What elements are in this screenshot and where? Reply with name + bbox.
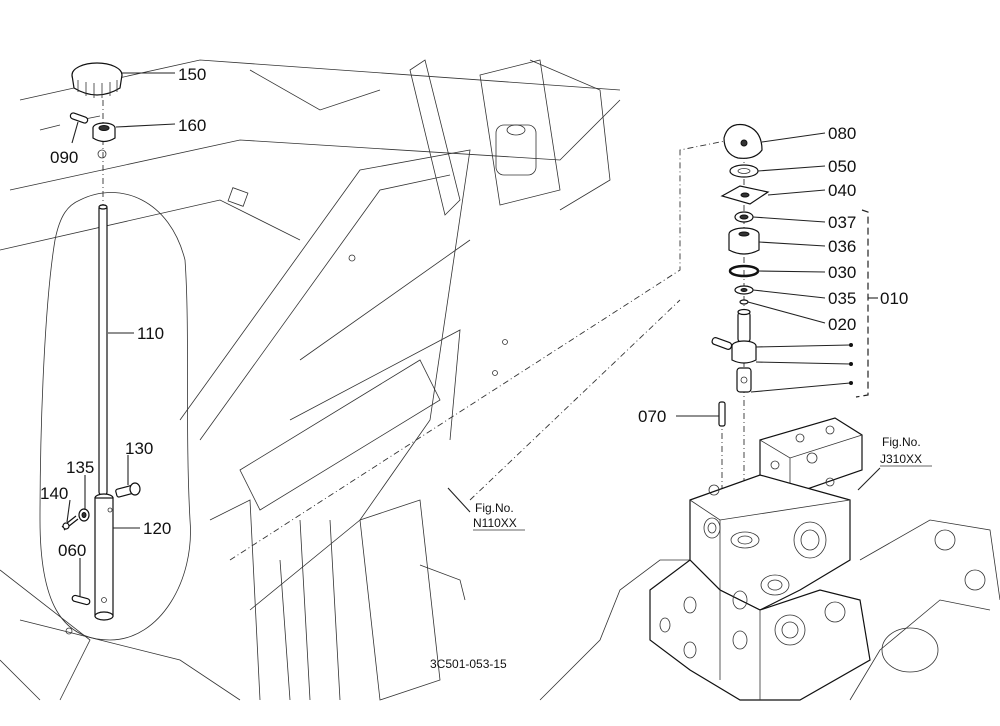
label-110: 110	[137, 324, 164, 343]
label-036: 036	[828, 237, 856, 256]
right-leaders	[676, 132, 853, 417]
connection-line-2	[469, 299, 681, 501]
washer-part[interactable]	[78, 508, 90, 522]
ring-020-part[interactable]	[739, 299, 749, 305]
bushing-part[interactable]	[92, 122, 116, 143]
bolt-part[interactable]	[115, 482, 141, 498]
background-frame	[0, 59, 1000, 701]
label-135: 135	[66, 458, 94, 477]
body-036-part[interactable]	[728, 227, 760, 255]
drawing-code: 3C501-053-15	[430, 657, 507, 671]
connection-line	[229, 139, 731, 561]
label-150: 150	[178, 65, 206, 84]
cam-plate-part[interactable]	[723, 123, 763, 159]
ref-n110-line2: N110XX	[473, 516, 517, 530]
spool-part[interactable]	[711, 308, 757, 393]
nut-037-part[interactable]	[734, 211, 754, 223]
plate-040-part[interactable]	[720, 185, 770, 205]
label-037: 037	[828, 213, 856, 232]
knob-part[interactable]	[71, 62, 123, 98]
ref-j310-line1: Fig.No.	[882, 435, 921, 449]
label-035: 035	[828, 289, 856, 308]
label-050: 050	[828, 157, 856, 176]
label-010: 010	[880, 289, 908, 308]
left-leaders	[66, 72, 176, 597]
reference-n110: Fig.No. N110XX	[447, 487, 525, 531]
pin-060-part[interactable]	[71, 594, 91, 606]
pin-070-part[interactable]	[718, 401, 726, 427]
cotter-part[interactable]	[61, 515, 79, 531]
label-070: 070	[638, 407, 666, 426]
left-assembly-outline	[39, 192, 191, 641]
label-020: 020	[828, 315, 856, 334]
label-160: 160	[178, 116, 206, 135]
pin-090-part[interactable]	[69, 112, 89, 124]
label-080: 080	[828, 124, 856, 143]
label-030: 030	[828, 263, 856, 282]
rod-part[interactable]	[98, 204, 108, 496]
label-140: 140	[40, 484, 68, 503]
label-090: 090	[50, 148, 78, 167]
washer-050-part[interactable]	[729, 164, 759, 178]
ref-j310-line2: J310XX	[880, 452, 922, 466]
group-bracket	[855, 209, 869, 398]
reference-j310: Fig.No. J310XX	[857, 435, 932, 491]
label-060: 060	[58, 541, 86, 560]
label-120: 120	[143, 519, 171, 538]
ref-n110-line1: Fig.No.	[475, 501, 514, 515]
label-130: 130	[125, 439, 153, 458]
label-040: 040	[828, 181, 856, 200]
washer-035-part[interactable]	[734, 285, 754, 295]
tube-part[interactable]	[94, 493, 114, 621]
valve-block	[649, 417, 871, 701]
